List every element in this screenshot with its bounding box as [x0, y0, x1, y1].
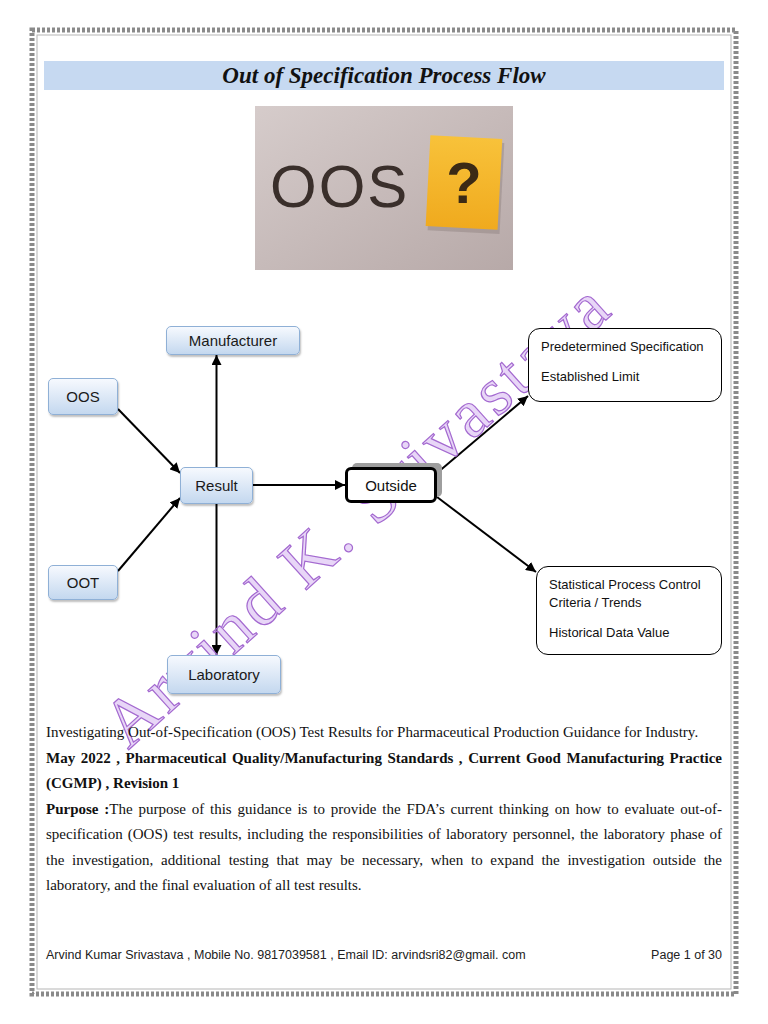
sticky-note [426, 135, 503, 230]
footer-text: Arvind Kumar Srivastava , Mobile No. 981… [46, 948, 526, 962]
criteria-box: Statistical Process Control Criteria / T… [536, 566, 722, 655]
footer: Arvind Kumar Srivastava , Mobile No. 981… [46, 948, 722, 962]
photo: OOS? [255, 106, 513, 270]
title-bar: Out of Specification Process Flow [44, 61, 724, 90]
box-text: Result [195, 477, 238, 494]
photo-text: OOS [270, 157, 470, 217]
box-text: OOT [67, 574, 100, 591]
box-text: OOS [66, 388, 99, 405]
page-border [32, 30, 736, 994]
photo-symbol: ? [428, 137, 500, 228]
process-box: OOT [48, 565, 118, 600]
page-title: Out of Specification Process Flow [222, 63, 545, 89]
process-box: OOS [48, 378, 118, 415]
body-heading: Purpose : [46, 801, 109, 817]
box-text: Predetermined Specification [541, 338, 709, 356]
purpose-paragraph: Purpose :The purpose of this guidance is… [46, 797, 722, 899]
title-band [44, 61, 724, 90]
process-box: Result [180, 467, 253, 504]
criteria-box: Predetermined SpecificationEstablished L… [528, 328, 722, 402]
box-text: Laboratory [188, 666, 260, 683]
flow-arrow [216, 355, 218, 467]
box-text: Historical Data Value [549, 624, 709, 642]
box-text: Outside [365, 477, 417, 494]
box-text: Established Limit [541, 368, 709, 386]
box-text: Manufacturer [189, 332, 277, 349]
body-text: The purpose of this guidance is to provi… [46, 801, 722, 894]
process-box: Laboratory [167, 655, 281, 694]
body-text: May 2022 , Pharmaceutical Quality/Manufa… [46, 746, 722, 797]
photo-background [255, 106, 513, 270]
flow-arrow [118, 409, 180, 473]
decision-box: Outside [345, 467, 437, 503]
flow-arrow [118, 498, 180, 571]
process-box: Manufacturer [166, 326, 300, 355]
box-text: Statistical Process Control Criteria / T… [549, 576, 709, 612]
page-number: Page 1 of 30 [651, 948, 722, 962]
body-column: Investigating Out-of-Specification (OOS)… [46, 720, 722, 899]
body-text: Investigating Out-of-Specification (OOS)… [46, 720, 722, 746]
flow-arrow [437, 497, 536, 572]
page-border-inner [37, 35, 731, 989]
